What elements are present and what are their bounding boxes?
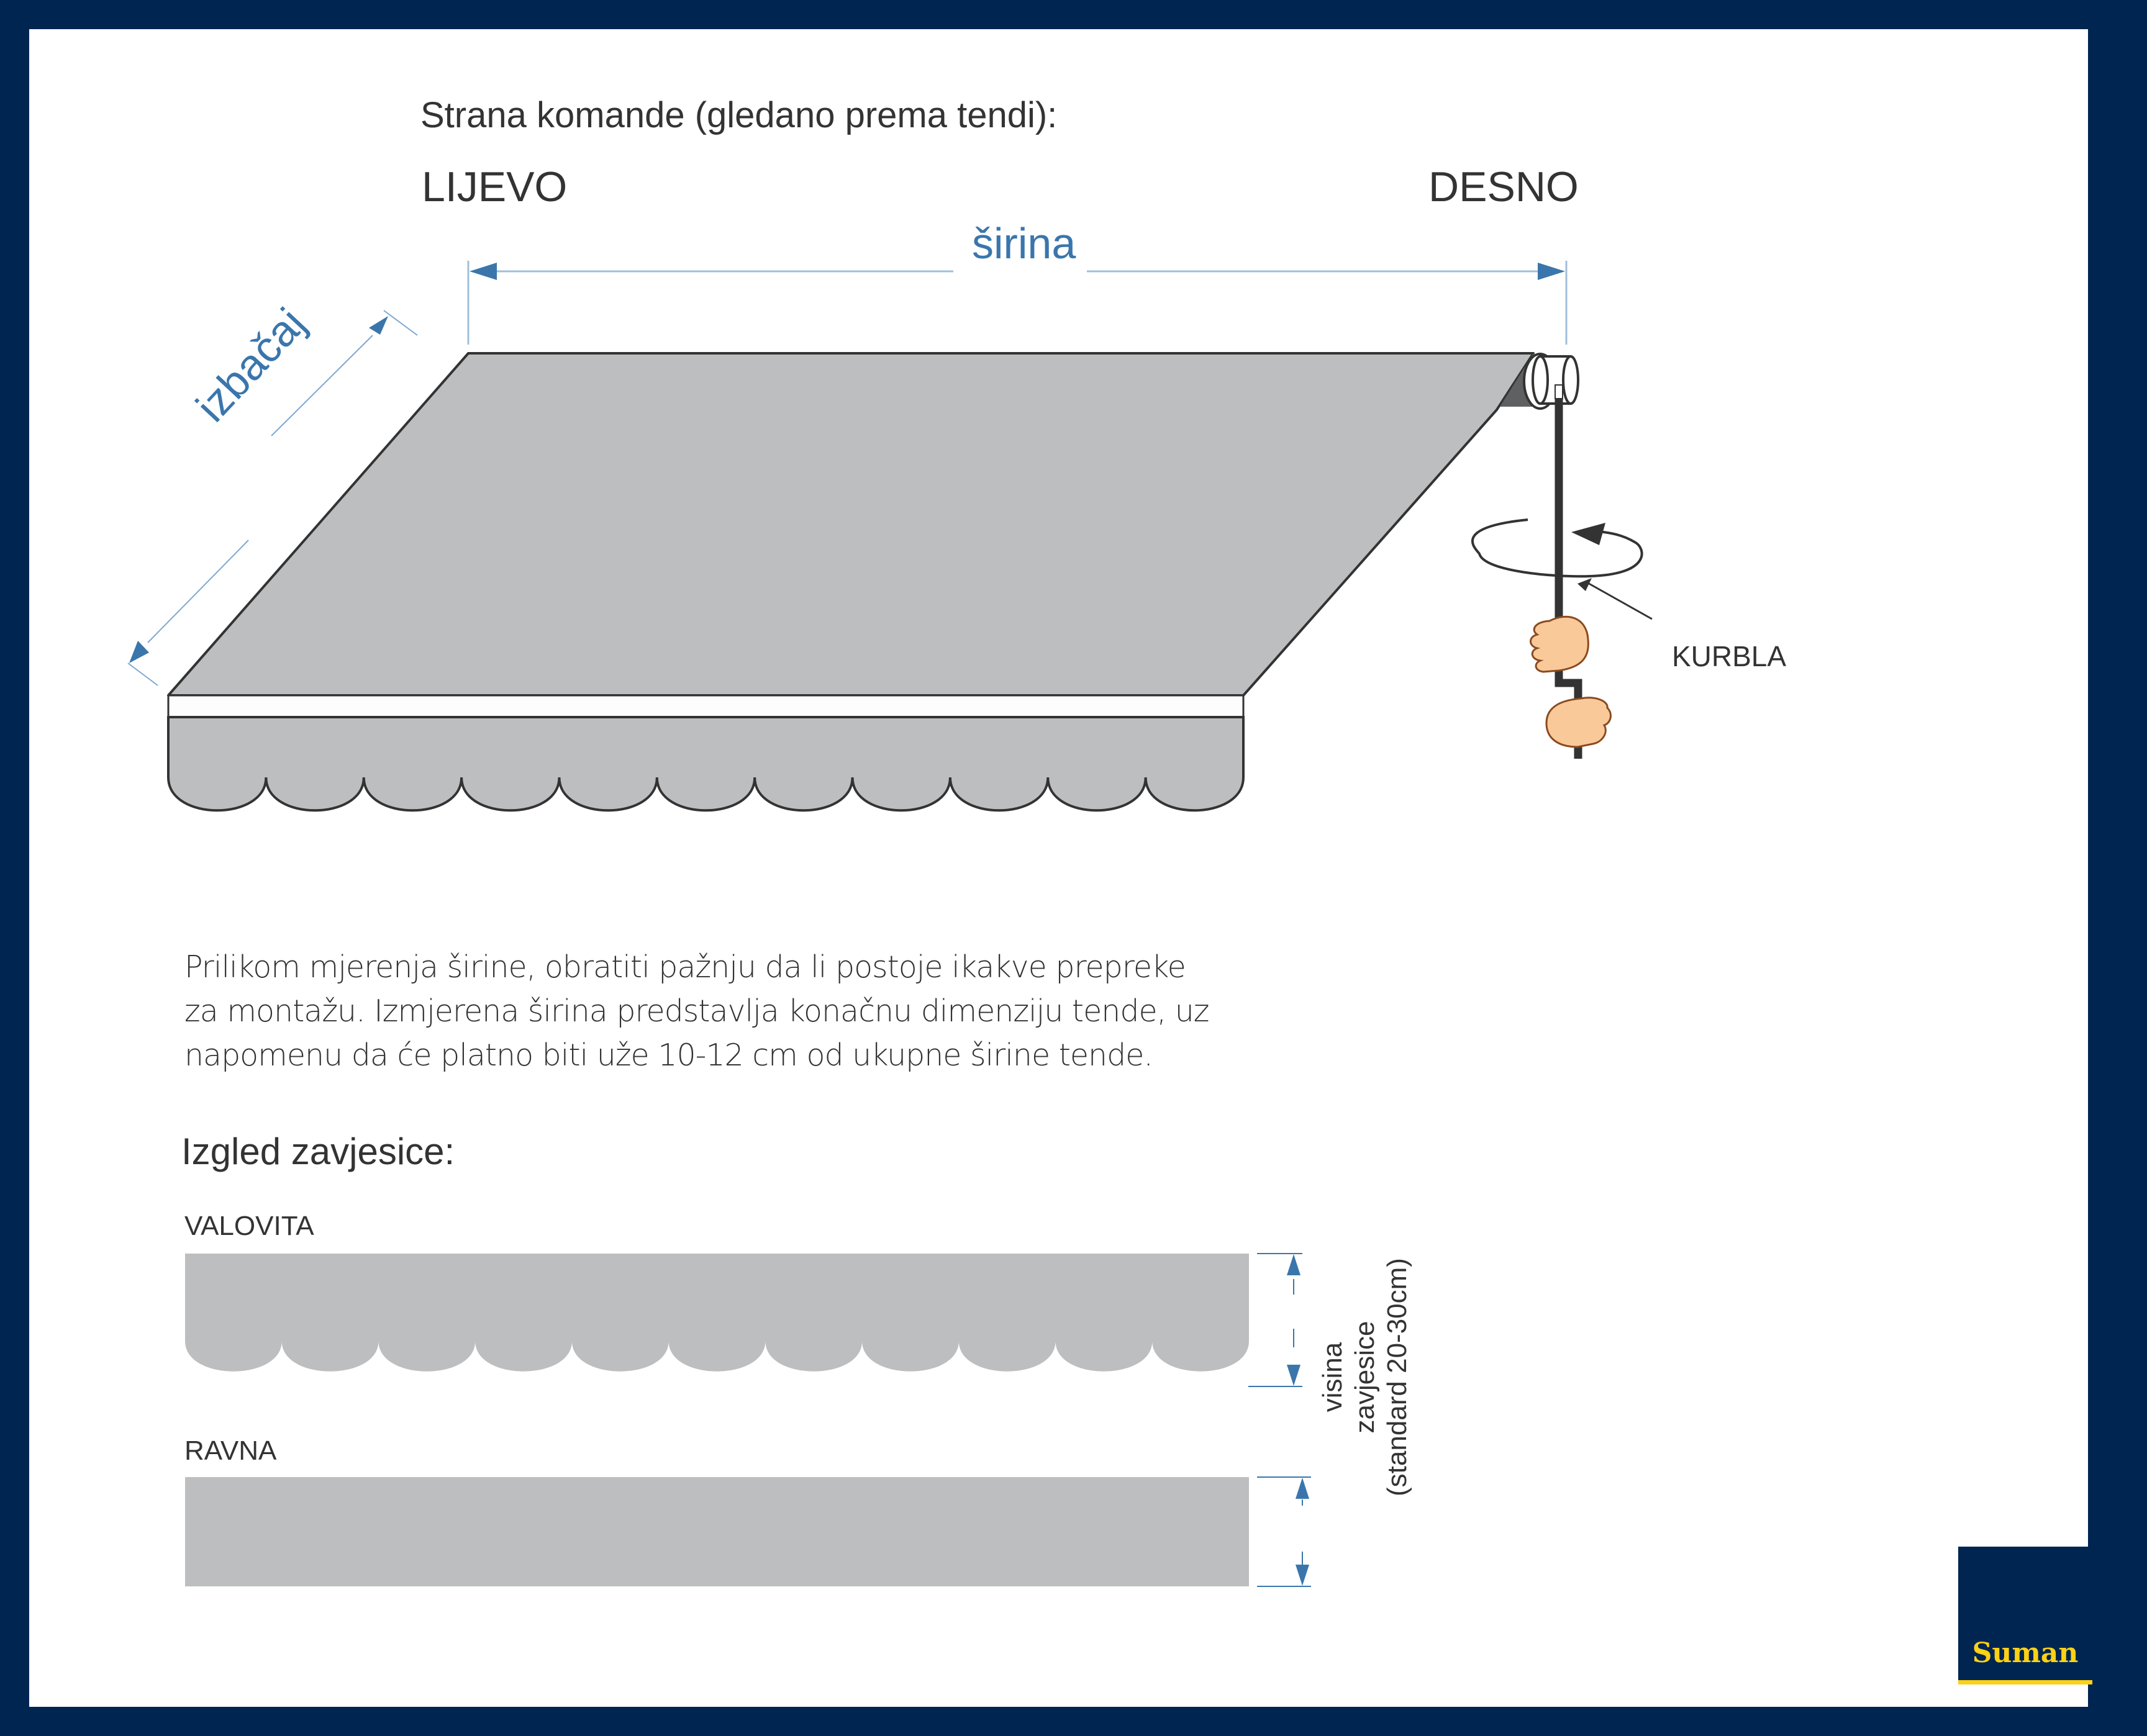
brand-stripe xyxy=(1958,1680,2092,1684)
projection-arrow-top-icon xyxy=(369,316,388,335)
rotation-indicator xyxy=(1471,518,1643,578)
valance-height-dimension xyxy=(1248,1253,1311,1587)
valance-sample-wavy xyxy=(185,1254,1249,1372)
side-label-right: DESNO xyxy=(1428,163,1579,210)
projection-line-upper xyxy=(271,335,373,436)
valance-type-wavy-label: VALOVITA xyxy=(184,1211,314,1241)
page-title: Strana komande (gledano prema tendi): xyxy=(420,95,1058,135)
dim-arrow-down-icon xyxy=(1287,1365,1300,1386)
projection-arrow-bottom-icon xyxy=(129,641,149,663)
projection-extension-top xyxy=(383,310,418,336)
hand-upper-icon xyxy=(1530,615,1589,673)
awning-front-bar xyxy=(167,694,1245,718)
width-dimension xyxy=(467,261,1568,345)
height-label-line: visina xyxy=(1317,1342,1348,1413)
brand-name: Suman xyxy=(1972,1637,2079,1669)
height-label-line: zavjesice xyxy=(1350,1321,1380,1434)
crank-pointer xyxy=(1577,578,1653,620)
width-arrow-right-icon xyxy=(1538,263,1565,280)
rotation-arrow-icon xyxy=(1571,523,1605,545)
awning-valance xyxy=(167,716,1245,812)
dim-arrow-up-icon xyxy=(1296,1478,1309,1499)
projection-dimension xyxy=(127,310,418,686)
height-label-line: (standard 20-30cm) xyxy=(1382,1258,1412,1496)
side-label-left: LIJEVO xyxy=(422,163,568,210)
note-line: napomenu da će platno biti uže 10-12 cm … xyxy=(184,1038,1153,1073)
valance-height-label: visina zavjesice (standard 20-30cm) xyxy=(1317,1258,1414,1496)
projection-line-lower xyxy=(147,540,249,643)
projection-extension-bottom xyxy=(127,662,158,686)
dim-arrow-down-icon xyxy=(1296,1565,1309,1586)
width-arrow-left-icon xyxy=(470,263,497,280)
measurement-note: Prilikom mjerenja širine, obratiti pažnj… xyxy=(184,945,1210,1077)
awning-fabric xyxy=(167,352,1535,697)
note-line: za montažu. Izmjerena širina predstavlja… xyxy=(184,993,1210,1029)
hand-lower-icon xyxy=(1545,697,1612,748)
crank-label: KURBLA xyxy=(1672,640,1787,672)
brand-logo: Suman xyxy=(1958,1547,2092,1684)
gear-housing xyxy=(1532,355,1579,405)
valance-type-flat-label: RAVNA xyxy=(184,1435,277,1466)
valance-heading: Izgled zavjesice: xyxy=(181,1131,455,1172)
valance-sample-flat xyxy=(185,1477,1249,1586)
width-label: širina xyxy=(972,219,1076,268)
diagram-canvas xyxy=(29,29,2088,1707)
crank-coupling xyxy=(1555,384,1563,399)
pointer-arrow-icon xyxy=(1577,578,1592,591)
note-line: Prilikom mjerenja širine, obratiti pažnj… xyxy=(184,949,1186,985)
dim-arrow-up-icon xyxy=(1287,1254,1300,1275)
